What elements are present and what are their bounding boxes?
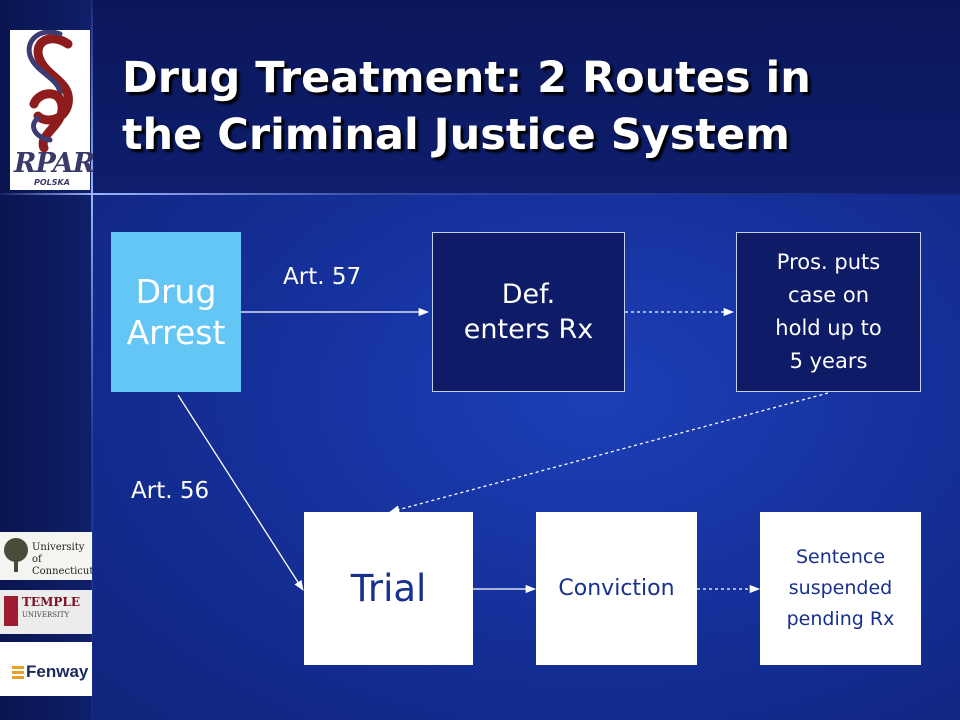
- pros-hold-line-1: Pros. puts: [776, 250, 881, 274]
- temple-line-1: TEMPLE: [22, 595, 80, 609]
- temple-line-2: UNIVERSITY: [22, 611, 70, 619]
- sentence-line-2: suspended: [788, 577, 893, 599]
- rpar-section-sign-icon: [26, 30, 73, 153]
- node-trial: Trial: [304, 512, 473, 665]
- pros-hold-line-4: 5 years: [789, 349, 868, 373]
- pros-hold-line-2: case on: [787, 283, 870, 307]
- fenway-logo: Fenway: [0, 642, 92, 696]
- sentence-line-3: pending Rx: [786, 608, 895, 630]
- sidebar-divider: [91, 0, 93, 720]
- node-def-enters-rx: Def. enters Rx: [432, 232, 625, 392]
- uconn-line-1: University of: [32, 542, 85, 565]
- fenway-logo-text: Fenway: [26, 662, 89, 681]
- node-pros-hold: Pros. puts case on hold up to 5 years: [736, 232, 921, 392]
- node-sentence: Sentence suspended pending Rx: [760, 512, 921, 665]
- rpar-logo-text: RPAR: [14, 148, 95, 179]
- rpar-logo-subtext: POLSKA: [34, 178, 70, 187]
- node-conviction: Conviction: [536, 512, 697, 665]
- drug-arrest-line-2: Arrest: [126, 313, 226, 352]
- pros-hold-line-3: hold up to: [775, 316, 882, 340]
- drug-arrest-line-1: Drug: [135, 272, 217, 311]
- title-line-2: the Criminal Justice System: [122, 110, 790, 160]
- edge-label-art57: Art. 57: [283, 264, 362, 290]
- slide-title: Drug Treatment: 2 Routes in the Criminal…: [122, 50, 942, 164]
- fenway-stripes-icon: [12, 666, 24, 680]
- def-enters-rx-line-1: Def.: [501, 279, 556, 310]
- uconn-logo: University of Connecticut: [0, 532, 92, 580]
- arrow-hold-to-trial: [388, 392, 829, 514]
- oak-tree-icon: [4, 538, 28, 572]
- sentence-line-1: Sentence: [795, 546, 886, 568]
- edge-label-art56: Art. 56: [131, 478, 210, 504]
- title-line-1: Drug Treatment: 2 Routes in: [122, 53, 811, 103]
- header-divider: [0, 193, 960, 195]
- arrow-arrest-to-trial: [177, 394, 304, 591]
- def-enters-rx-line-2: enters Rx: [463, 314, 594, 345]
- node-drug-arrest: Drug Arrest: [111, 232, 241, 392]
- rpar-logo: RPAR POLSKA: [10, 30, 95, 190]
- trial-label: Trial: [350, 567, 427, 610]
- temple-t-icon: [4, 596, 18, 626]
- uconn-line-2: Connecticut: [32, 566, 92, 577]
- header-band: [0, 0, 960, 195]
- temple-logo: TEMPLE UNIVERSITY: [0, 590, 92, 634]
- conviction-label: Conviction: [558, 576, 675, 601]
